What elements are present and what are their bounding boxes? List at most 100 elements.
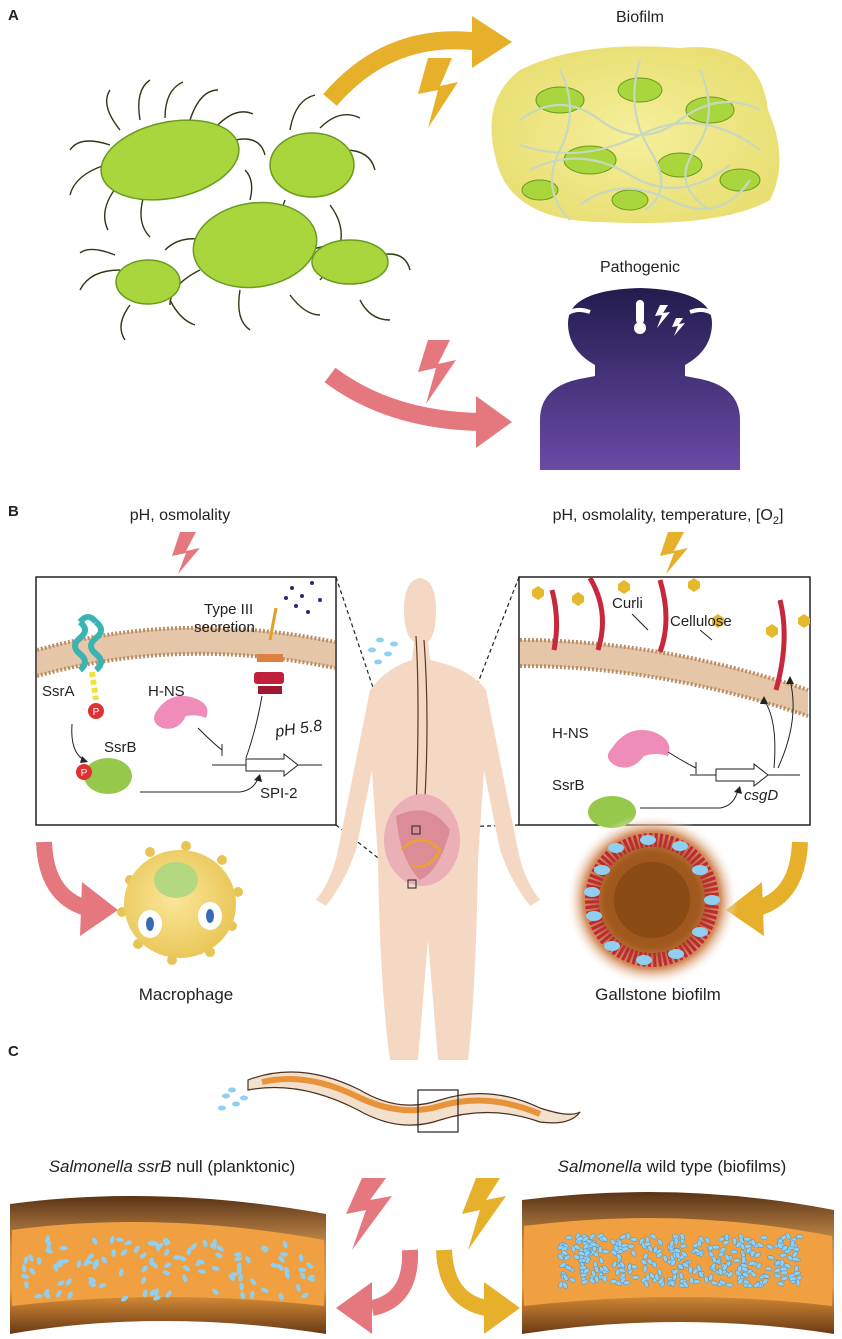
right-condition-label: Salmonella wild type (biofilms)	[558, 1157, 787, 1176]
spi2-label: SPI-2	[260, 785, 298, 802]
planktonic-cell	[92, 1237, 98, 1245]
macrophage-label: Macrophage	[139, 985, 234, 1004]
planktonic-cell	[140, 1276, 147, 1284]
arrow-c-right-head	[484, 1282, 520, 1334]
planktonic-cell	[23, 1256, 29, 1265]
biofilm-cell	[609, 1279, 618, 1284]
biofilm-cell	[779, 1259, 785, 1267]
gut-section-planktonic	[10, 1196, 326, 1334]
planktonic-cell	[164, 1248, 170, 1257]
panel-b-label: B	[8, 503, 19, 520]
gallstone-label: Gallstone biofilm	[595, 985, 721, 1004]
biofilm-cell	[733, 1258, 741, 1263]
biofilm-cell	[773, 1273, 782, 1279]
biofilm-cell	[623, 1280, 631, 1286]
lightning-icon-b-pink	[172, 532, 200, 574]
arrow-to-biofilm	[323, 31, 482, 106]
biofilm-cell	[764, 1266, 773, 1271]
biofilm-cell	[589, 1233, 596, 1240]
planktonic-cell	[261, 1287, 269, 1293]
planktonic-cell	[164, 1262, 172, 1268]
biofilm-cell	[627, 1263, 632, 1271]
lightning-icon-c-yellow	[462, 1178, 506, 1250]
biofilm-cell	[581, 1279, 589, 1285]
biofilm-cell	[581, 1236, 589, 1242]
biofilm-cell	[710, 1280, 719, 1286]
biofilm-cell	[789, 1276, 797, 1281]
planktonic-cell	[282, 1240, 288, 1249]
biofilm-cell	[653, 1245, 658, 1254]
biofilm-cell	[670, 1259, 676, 1267]
hns-protein-right	[607, 730, 670, 768]
biofilm-cell	[630, 1237, 638, 1242]
biofilm-cell	[573, 1244, 581, 1250]
biofilm-cell	[732, 1237, 737, 1245]
biofilm-cell	[777, 1281, 785, 1287]
biofilm-cell	[712, 1244, 720, 1250]
biofilm-cell	[669, 1240, 675, 1248]
biofilm-cell	[675, 1251, 681, 1259]
planktonic-cell	[21, 1264, 27, 1273]
planktonic-cell	[87, 1253, 95, 1260]
planktonic-cell	[101, 1256, 107, 1264]
planktonic-cell	[228, 1274, 236, 1281]
biofilm-cell	[791, 1251, 798, 1258]
biofilm-image	[491, 46, 780, 224]
arrow-to-biofilm-head	[472, 16, 512, 68]
biofilm-cell	[585, 1257, 591, 1264]
biofilm-cell	[711, 1256, 717, 1263]
biofilm-cell	[793, 1270, 801, 1276]
biofilm-cell	[750, 1250, 756, 1258]
worm-image	[218, 1071, 581, 1133]
planktonic-cell	[111, 1249, 116, 1257]
ssrb-label-right: SsrB	[552, 777, 585, 794]
planktonic-cell	[250, 1290, 255, 1299]
biofilm-cell	[643, 1241, 652, 1247]
biofilm-cell	[619, 1261, 626, 1269]
planktonic-cell	[245, 1256, 251, 1264]
planktonic-cell	[298, 1254, 304, 1263]
biofilm-cell	[719, 1279, 726, 1286]
panel-c-label: C	[8, 1043, 19, 1060]
ssra-p-label: P	[93, 707, 100, 718]
biofilm-cell	[669, 1280, 676, 1287]
biofilm-cell	[767, 1255, 775, 1260]
biofilm-cell	[647, 1245, 653, 1253]
planktonic-cell	[262, 1245, 268, 1253]
biofilm-cell	[791, 1256, 800, 1262]
biofilm-cell	[719, 1246, 727, 1253]
hns-label-right: H-NS	[552, 725, 589, 742]
planktonic-cell	[165, 1290, 172, 1298]
arrow-c-right	[436, 1249, 488, 1316]
arrow-to-macrophage-head	[80, 882, 118, 936]
planktonic-cell	[277, 1264, 284, 1271]
biofilm-cell	[565, 1235, 573, 1241]
planktonic-cell	[76, 1260, 82, 1268]
biofilm-cell	[693, 1247, 701, 1254]
planktonic-cell	[36, 1256, 42, 1265]
planktonic-cell	[237, 1266, 242, 1275]
biofilm-cell	[679, 1243, 688, 1249]
biofilm-cell	[744, 1243, 752, 1249]
biofilm-cell	[602, 1265, 609, 1272]
biofilm-cell	[796, 1234, 804, 1239]
planktonic-cell	[212, 1288, 219, 1296]
pathogenic-label: Pathogenic	[600, 259, 680, 276]
biofilm-cell	[724, 1253, 730, 1261]
planktonic-cell	[301, 1292, 309, 1299]
csgd-label: csgD	[744, 787, 778, 804]
planktonic-cell	[300, 1272, 306, 1280]
biofilm-cell	[735, 1241, 742, 1248]
biofilm-cell	[657, 1239, 664, 1246]
planktonic-cell	[306, 1262, 314, 1269]
lightning-icon-a-pink	[418, 340, 456, 404]
arrow-to-pathogenic-head	[476, 396, 512, 448]
planktonic-cell	[139, 1252, 147, 1259]
planktonic-cell	[270, 1263, 279, 1268]
arrow-c-left	[370, 1249, 419, 1316]
biofilm-cell	[790, 1240, 795, 1248]
biofilm-cell	[682, 1281, 689, 1288]
biofilm-cell	[563, 1254, 571, 1261]
planktonic-cell	[43, 1292, 51, 1299]
biofilm-cell	[730, 1249, 738, 1255]
